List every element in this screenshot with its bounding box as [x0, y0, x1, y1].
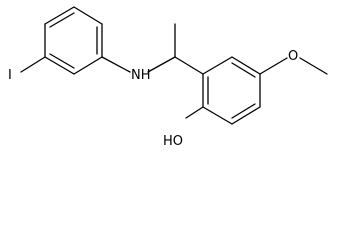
iodine-atom-label: I [8, 68, 12, 83]
methoxy-bonds [259, 57, 328, 75]
methoxy-oxygen-label: O [288, 49, 298, 64]
chemical-structure-diagram: I NH O HO [8, 6, 328, 149]
hydroxyl-label: HO [163, 134, 183, 149]
iodo-substituent-bond [20, 56, 46, 73]
amine-bonds [101, 56, 176, 73]
hydroxyl-bond [185, 106, 204, 119]
phenol-ring [202, 56, 261, 125]
iodophenyl-ring [44, 6, 103, 75]
ethyl-linker-bonds [174, 23, 204, 75]
amine-atom-label: NH [131, 68, 151, 83]
